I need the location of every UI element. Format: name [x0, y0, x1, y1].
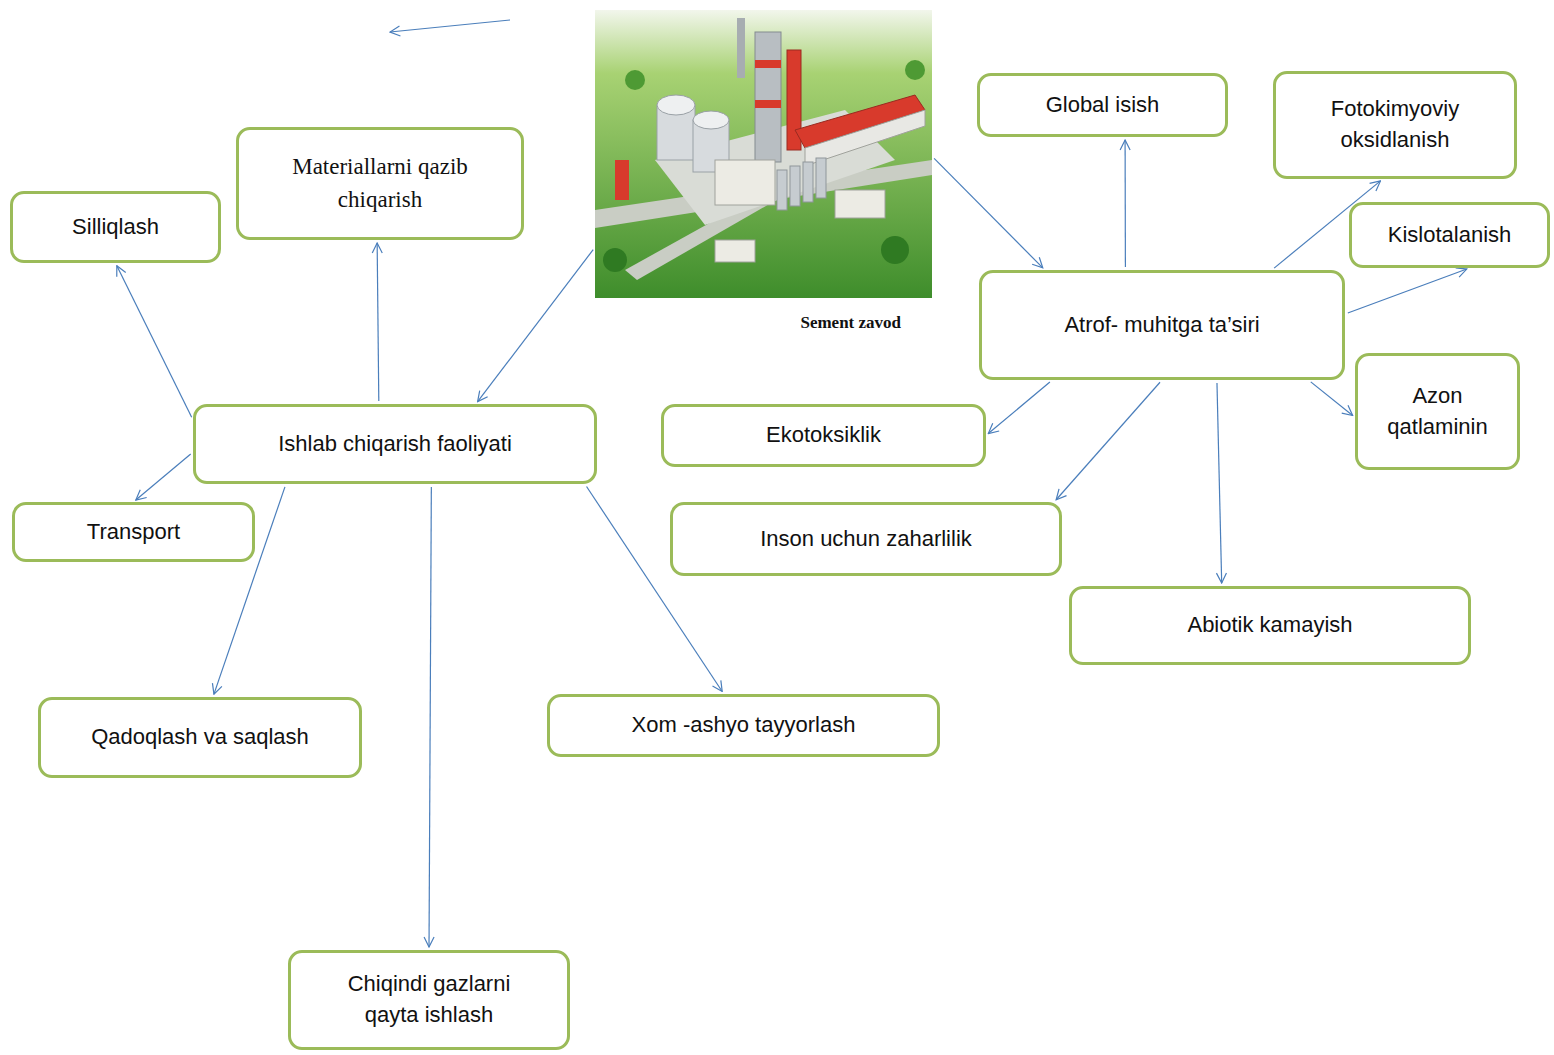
- process-box: Ishlab chiqarish faoliyati: [193, 404, 597, 484]
- process-box: Kislotalanish: [1349, 202, 1550, 268]
- box-label: Global isish: [1046, 90, 1160, 121]
- process-box: Fotokimyoviy oksidlanish: [1273, 71, 1517, 179]
- flow-arrow: [1217, 383, 1222, 583]
- process-box: Chiqindi gazlarni qayta ishlash: [288, 950, 570, 1050]
- process-box: Xom -ashyo tayyorlash: [547, 694, 940, 757]
- building: [835, 190, 885, 218]
- box-label: Kislotalanish: [1388, 220, 1512, 251]
- box-label: Materiallarni qazib chiqarish: [255, 151, 505, 215]
- flow-arrow: [1348, 269, 1467, 313]
- process-box: Silliqlash: [10, 191, 221, 263]
- process-box: Abiotik kamayish: [1069, 586, 1471, 665]
- factory-illustration: [595, 10, 932, 298]
- figure-caption: Sement zavod: [798, 313, 903, 333]
- box-label: Ishlab chiqarish faoliyati: [278, 429, 512, 460]
- silo: [777, 170, 787, 210]
- building: [715, 240, 755, 262]
- flow-arrow: [429, 487, 431, 947]
- tree: [881, 236, 909, 264]
- process-box: Qadoqlash va saqlash: [38, 697, 362, 778]
- process-box: Transport: [12, 502, 255, 562]
- box-label: Transport: [87, 517, 180, 548]
- tree: [905, 60, 925, 80]
- building: [715, 160, 775, 205]
- tower-stripe: [755, 60, 781, 68]
- tower: [755, 32, 781, 162]
- silo: [657, 95, 695, 115]
- silo: [816, 158, 826, 198]
- ground: [595, 10, 932, 298]
- tree: [603, 248, 627, 272]
- box-label: Inson uchun zaharlilik: [760, 524, 972, 555]
- flow-arrow: [136, 454, 191, 500]
- box-label: Abiotik kamayish: [1187, 610, 1352, 641]
- box-label: Ekotoksiklik: [766, 420, 881, 451]
- process-box: Inson uchun zaharlilik: [670, 502, 1062, 576]
- box-label: Atrof- muhitga ta’siri: [1064, 310, 1259, 341]
- box-label: Silliqlash: [72, 212, 159, 243]
- silo: [790, 166, 800, 206]
- flow-arrow: [934, 158, 1043, 267]
- tree: [625, 70, 645, 90]
- box-label: Xom -ashyo tayyorlash: [632, 710, 856, 741]
- flow-arrow: [988, 382, 1050, 434]
- chimney: [737, 18, 745, 78]
- process-box: Ekotoksiklik: [661, 404, 986, 467]
- box-label: Qadoqlash va saqlash: [91, 722, 309, 753]
- flow-arrow: [117, 266, 192, 418]
- tower-stripe: [755, 100, 781, 108]
- silo: [693, 111, 729, 129]
- silo: [803, 162, 813, 202]
- process-box: Azon qatlaminin: [1355, 353, 1520, 470]
- road: [595, 160, 932, 228]
- flow-arrow: [1056, 382, 1160, 500]
- flow-arrow: [478, 250, 594, 402]
- factory-node: Sement zavod: [595, 10, 932, 335]
- process-box: Materiallarni qazib chiqarish: [236, 127, 524, 240]
- flow-arrow: [1124, 140, 1125, 267]
- box-label: Fotokimyoviy oksidlanish: [1290, 94, 1500, 156]
- flow-arrow: [1311, 382, 1353, 416]
- loose-arrow: [390, 20, 510, 32]
- building: [615, 160, 629, 200]
- box-label: Chiqindi gazlarni qayta ishlash: [329, 969, 529, 1031]
- flow-arrow: [377, 243, 379, 401]
- process-box: Atrof- muhitga ta’siri: [979, 270, 1345, 380]
- box-label: Azon qatlaminin: [1373, 381, 1503, 443]
- process-box: Global isish: [977, 73, 1228, 137]
